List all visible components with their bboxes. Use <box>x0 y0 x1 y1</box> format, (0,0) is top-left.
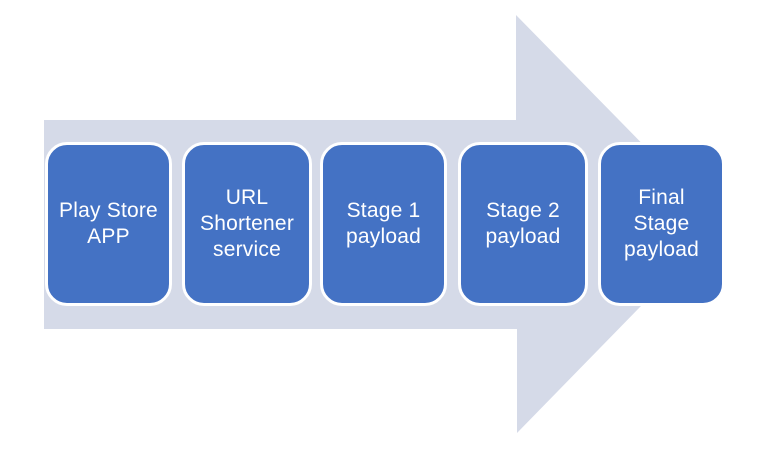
step-box-stage-2-payload: Stage 2 payload <box>458 142 588 306</box>
step-box-url-shortener-service: URL Shortener service <box>182 142 312 306</box>
step-label-stage-2-payload: Stage 2 payload <box>485 199 561 248</box>
step-label-final-stage-payload: Final Stage payload <box>624 186 699 261</box>
step-label-stage-1-payload: Stage 1 payload <box>346 199 421 248</box>
step-box-final-stage-payload: Final Stage payload <box>598 142 725 306</box>
step-box-stage-1-payload: Stage 1 payload <box>320 142 447 306</box>
step-box-play-store-app: Play Store APP <box>45 142 172 306</box>
step-label-url-shortener-service: URL Shortener service <box>199 186 295 261</box>
step-label-play-store-app: Play Store APP <box>59 199 158 248</box>
